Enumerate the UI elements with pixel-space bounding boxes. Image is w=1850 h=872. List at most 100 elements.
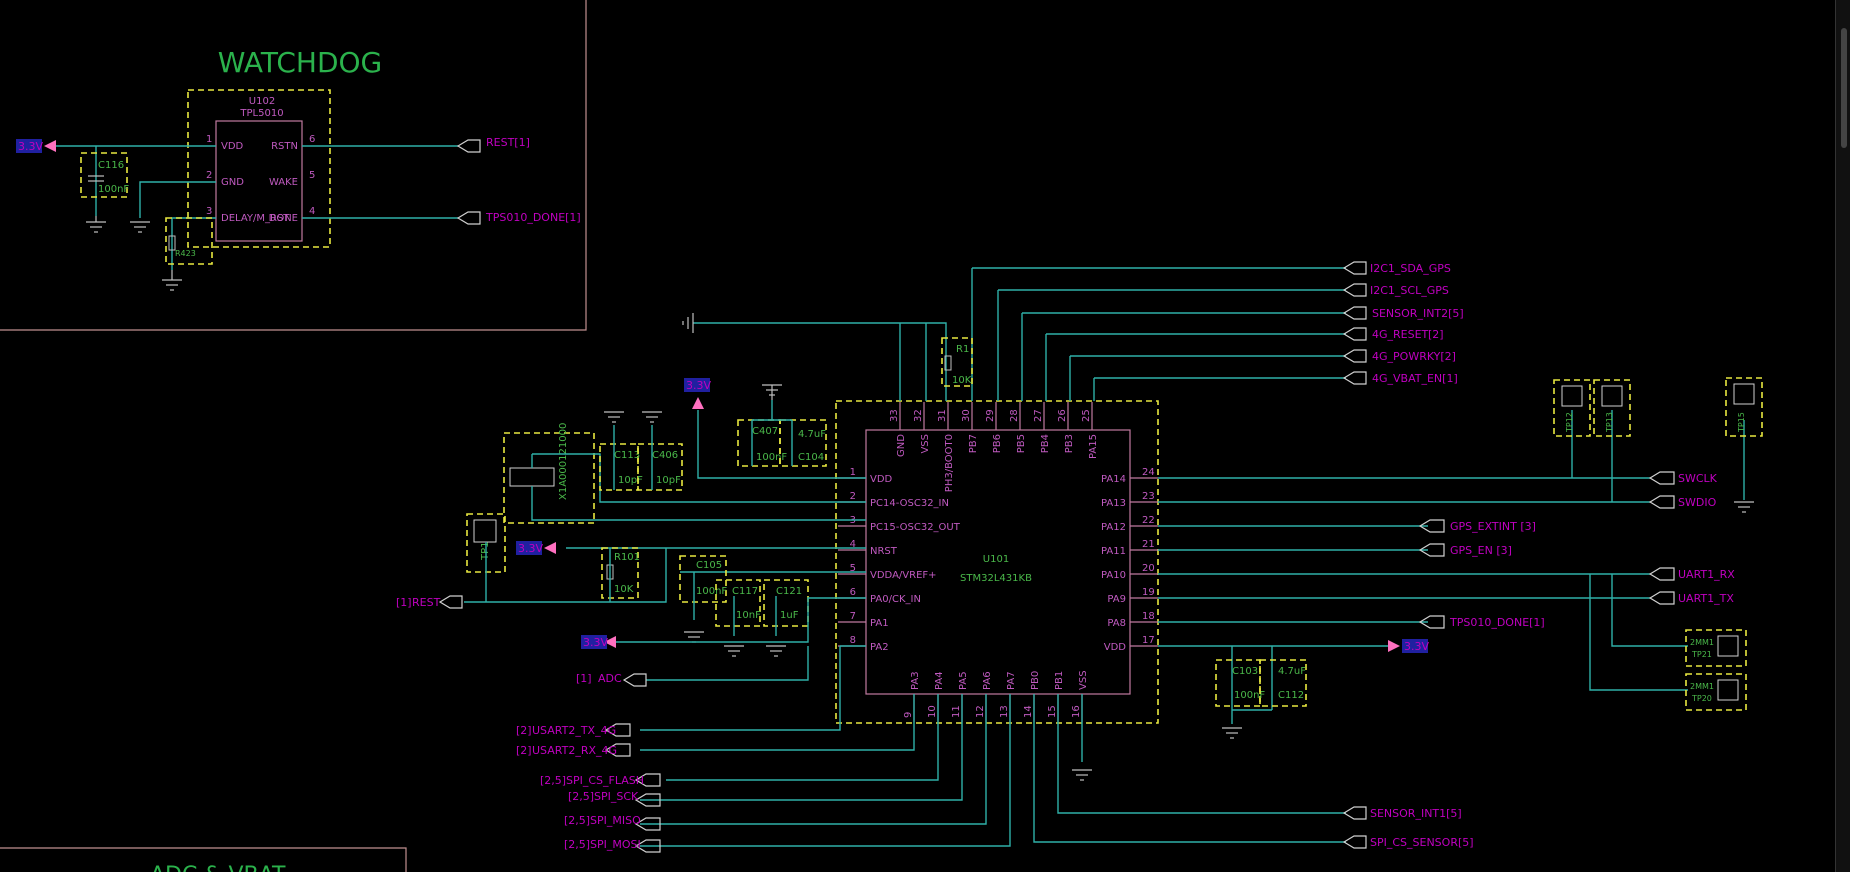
wire-spi-miso [640, 694, 987, 825]
spi-mosi-label[interactable]: SPI_MOSI [590, 838, 641, 851]
spi-cs-flash-label[interactable]: SPI_CS_FLASH [566, 774, 644, 787]
u102-body[interactable] [215, 120, 303, 242]
tp15-selection [1725, 377, 1763, 437]
tp13-selection [1593, 379, 1631, 437]
rest-wd-label[interactable]: REST[1] [486, 136, 530, 149]
c113-value: 10pF [618, 475, 643, 486]
swdio-label[interactable]: SWDIO [1678, 496, 1717, 509]
sensor-int2-port [1342, 306, 1367, 320]
i2c-sda-port [1342, 261, 1367, 275]
swclk-port [1648, 471, 1675, 485]
uart1-tx-port [1648, 591, 1675, 605]
gps-en-label[interactable]: GPS_EN [3] [1450, 544, 1512, 557]
4g-vbat-en-label[interactable]: 4G_VBAT_EN[1] [1372, 372, 1458, 385]
c406-ref: C406 [652, 450, 678, 461]
wd-3v3-label[interactable]: 3.3V [18, 140, 43, 153]
spi-cs-sensor-label[interactable]: SPI_CS_SENSOR[5] [1370, 836, 1474, 849]
ground-icon [86, 216, 106, 233]
u102-pin-delay: DELAY/M_RST [221, 213, 290, 224]
u101-bottom-pin-num: 11 [951, 705, 962, 718]
sensor-int2-label[interactable]: SENSOR_INT2[5] [1372, 307, 1464, 320]
c104-ref: C104 [798, 452, 824, 463]
wire-adc [646, 646, 809, 681]
rest-wd-port [456, 139, 481, 153]
i2c-sda-label[interactable]: I2C1_SDA_GPS [1370, 262, 1451, 275]
u101-left-pin-num: 4 [850, 539, 856, 550]
u101-top-pin-name: PB5 [1016, 434, 1027, 453]
u101-right-pin-num: 22 [1142, 515, 1155, 526]
wire-tp21 [1611, 574, 1688, 647]
c406-value: 10pF [656, 475, 681, 486]
u101-right-pin-num: 18 [1142, 611, 1155, 622]
tp20-size: 2MM1 [1690, 682, 1714, 691]
u101-right-pin-name: PA11 [1101, 546, 1126, 557]
u102-pin-vdd: VDD [221, 141, 244, 152]
ground-icon [724, 645, 744, 657]
uart1-rx-label[interactable]: UART1_RX [1678, 568, 1735, 581]
c112-ref: C112 [1278, 690, 1304, 701]
u101-right-pin-name: VDD [1104, 642, 1127, 653]
uart1-tx-label[interactable]: UART1_TX [1678, 592, 1734, 605]
ground-icon [162, 270, 182, 291]
c104-value: 4.7uF [798, 429, 826, 440]
u101-right-pin-name: PA9 [1107, 594, 1126, 605]
c406-selection [637, 443, 683, 491]
ground-icon [682, 313, 694, 333]
c121-ref: C121 [776, 586, 802, 597]
u101-body[interactable] [865, 429, 1131, 695]
usart2-rx-label[interactable]: USART2_RX_4G [532, 744, 617, 757]
4g-powrky-port [1342, 349, 1367, 363]
tps-done-label[interactable]: TPS010_DONE[1] [1449, 616, 1545, 629]
wd-gnd-wire [139, 181, 216, 218]
adc-label[interactable]: ADC [598, 672, 622, 685]
4g-reset-sheet: [2] [1428, 328, 1444, 341]
scrollbar-thumb[interactable] [1841, 28, 1847, 148]
i2c-scl-label[interactable]: I2C1_SCL_GPS [1370, 284, 1449, 297]
nrst-3v3-arrow-icon [544, 542, 556, 554]
nrst-3v3-label[interactable]: 3.3V [518, 542, 543, 555]
u101-ref: U101 [983, 554, 1009, 565]
spi-miso-port [634, 817, 661, 831]
tp12-pad [1561, 385, 1583, 407]
wire-tp20 [1589, 574, 1688, 691]
pa0-3v3-label[interactable]: 3.3V [583, 636, 608, 649]
spi-miso-label[interactable]: SPI_MISO [590, 814, 641, 827]
4g-reset-label[interactable]: 4G_RESET [1372, 328, 1429, 341]
u102-num-1: 1 [206, 134, 212, 145]
vdd-3v3-label[interactable]: 3.3V [686, 379, 711, 392]
ground-icon [684, 631, 704, 643]
vdd-right-3v3-label[interactable]: 3.3V [1404, 640, 1429, 653]
u101-right-pin-name: PA13 [1101, 498, 1126, 509]
c117-selection [715, 579, 761, 627]
spi-miso-sheet: [2,5] [564, 814, 590, 827]
c407-value: 100nF [756, 452, 787, 463]
tp12-selection [1553, 379, 1591, 437]
usart2-tx-label[interactable]: USART2_TX_4G [532, 724, 616, 737]
watchdog-title: WATCHDOG [218, 46, 383, 79]
rest-left-port [438, 595, 463, 609]
vdd-right-3v3-bg [1402, 639, 1428, 653]
rest-left-label[interactable]: REST [412, 596, 441, 609]
4g-powrky-label[interactable]: 4G_POWRKY[2] [1372, 350, 1456, 363]
c103-value: 100nF [1234, 690, 1265, 701]
sensor-int1-label[interactable]: SENSOR_INT1[5] [1370, 807, 1462, 820]
vertical-scrollbar[interactable] [1835, 0, 1850, 872]
tps-done-port [1418, 615, 1445, 629]
usart2-tx-port [604, 723, 631, 737]
ground-icon [604, 411, 624, 423]
gps-extint-label[interactable]: GPS_EXTINT [3] [1450, 520, 1536, 533]
tps-done-wd-label[interactable]: TPS010_DONE[1] [485, 211, 581, 224]
tp15-pad [1733, 383, 1755, 405]
spi-sck-sheet: [2,5] [568, 790, 594, 803]
4g-reset-port [1342, 327, 1367, 341]
u101-left-pin-name: PA1 [870, 618, 889, 629]
c116-ref: C116 [98, 160, 124, 171]
left-components: 3.3V C407 100nF 4.7uF C104 X1A000121000 … [396, 378, 866, 731]
spi-sck-label[interactable]: SPI_SCK [594, 790, 639, 803]
wire-vdd-left [697, 410, 866, 479]
r101-value: 10K [614, 584, 634, 595]
u101-left-pin-name: NRST [870, 546, 898, 557]
swclk-label[interactable]: SWCLK [1678, 472, 1718, 485]
